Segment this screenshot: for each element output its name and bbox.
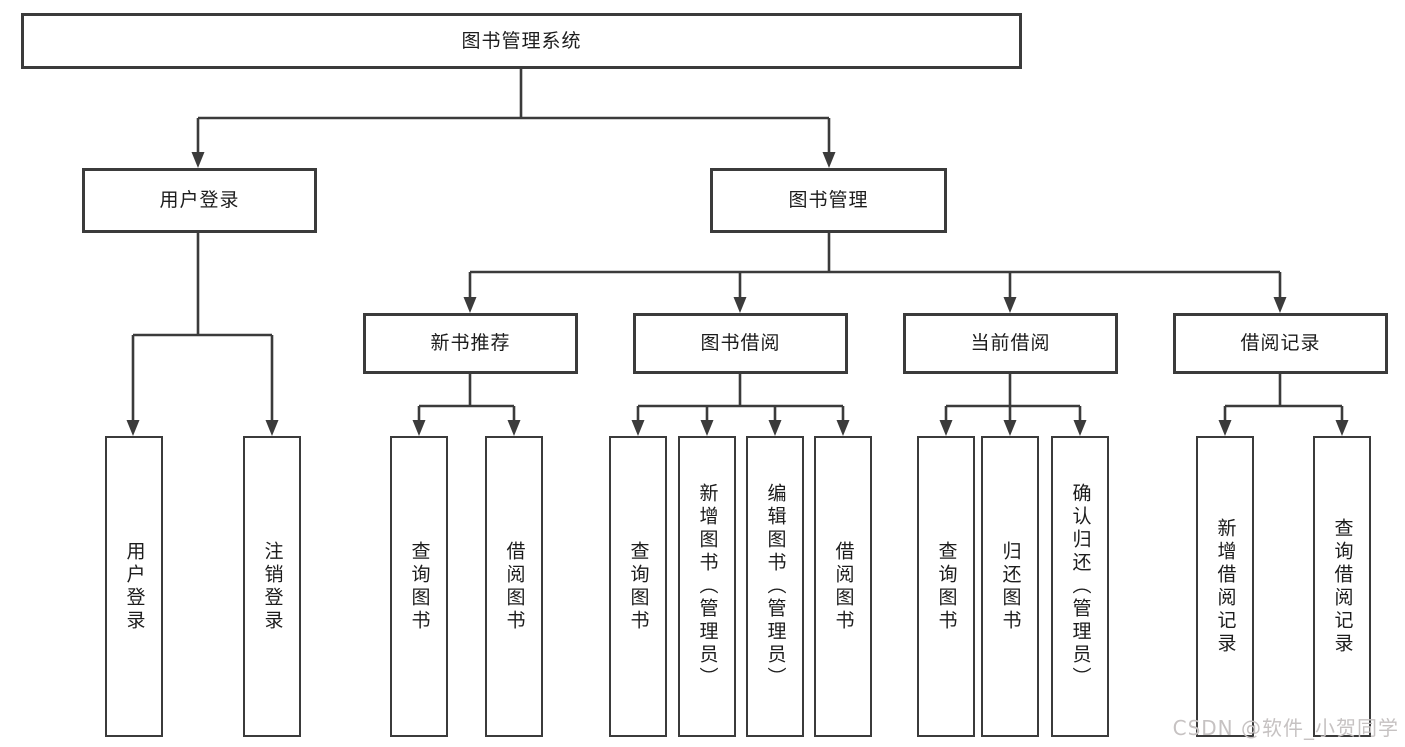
csdn-watermark: CSDN @软件_小贺同学 — [1172, 716, 1399, 740]
leaf-add-borrow-record: 新增借阅记录 — [1196, 436, 1254, 737]
node-current-borrowing: 当前借阅 — [903, 313, 1118, 374]
leaf-edit-book-admin: 编辑图书（管理员） — [746, 436, 804, 737]
node-new-book-recommend: 新书推荐 — [363, 313, 578, 374]
leaf-query-books-borrowing: 查询图书 — [609, 436, 667, 737]
node-book-management: 图书管理 — [710, 168, 947, 233]
leaf-add-book-admin: 新增图书（管理员） — [678, 436, 736, 737]
node-book-borrowing: 图书借阅 — [633, 313, 848, 374]
leaf-borrow-books-borrowing: 借阅图书 — [814, 436, 872, 737]
leaf-borrow-books-recommend: 借阅图书 — [485, 436, 543, 737]
leaf-query-books-recommend: 查询图书 — [390, 436, 448, 737]
node-library-management-system: 图书管理系统 — [21, 13, 1022, 69]
leaf-user-login: 用户登录 — [105, 436, 163, 737]
node-user-login: 用户登录 — [82, 168, 317, 233]
leaf-query-borrow-record: 查询借阅记录 — [1313, 436, 1371, 737]
leaf-logout: 注销登录 — [243, 436, 301, 737]
leaf-query-books-current: 查询图书 — [917, 436, 975, 737]
leaf-confirm-return-admin: 确认归还（管理员） — [1051, 436, 1109, 737]
node-borrowing-records: 借阅记录 — [1173, 313, 1388, 374]
leaf-return-book: 归还图书 — [981, 436, 1039, 737]
